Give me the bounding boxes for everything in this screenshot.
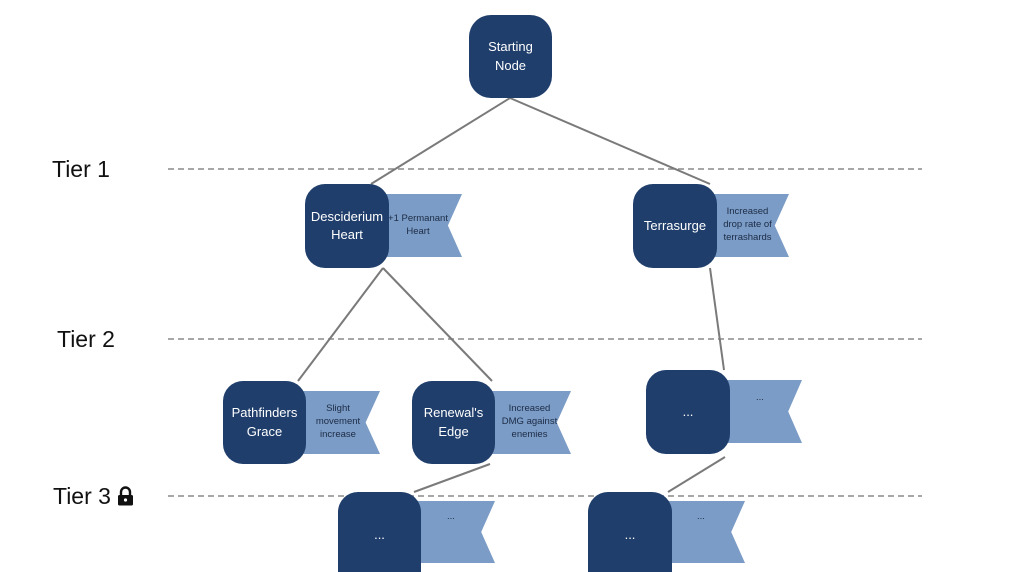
connector-desciderium-renewal (382, 267, 493, 382)
tier3-left-node[interactable]: ... (338, 492, 421, 572)
terrasurge-label: Terrasurge (643, 217, 707, 233)
connector-start-terrasurge (509, 97, 711, 185)
renewals-edge-tag-text: Increased DMG against enemies (501, 403, 558, 440)
tier3-right-node[interactable]: ... (588, 492, 672, 572)
connector-desciderium-pathfinders (297, 267, 384, 382)
desciderium-heart-label: Desciderium Heart (310, 208, 384, 242)
connector-terrasurge-tier2 (709, 267, 725, 371)
tier-2-label: Tier 2 (57, 326, 115, 352)
connector-tier2-tier3-right (667, 456, 726, 493)
renewals-edge-node[interactable]: Renewal's Edge (412, 381, 495, 464)
tier-3-label: Tier 3 (53, 485, 134, 510)
pathfinders-grace-node[interactable]: Pathfinders Grace (223, 381, 306, 464)
connector-start-desciderium (370, 97, 511, 185)
desciderium-heart-tag-text: +1 Permanant Heart (388, 212, 448, 237)
desciderium-heart-node[interactable]: Desciderium Heart (305, 184, 389, 268)
starting-node-label: Starting Node (488, 39, 533, 73)
tier3-left-tag-text: ... (447, 511, 455, 522)
lock-icon (117, 486, 134, 510)
pathfinders-grace-label: Pathfinders Grace (231, 405, 298, 439)
tier2-unknown-tag-text: ... (756, 392, 764, 403)
tier2-unknown-label: ... (682, 403, 694, 419)
renewals-edge-label: Renewal's Edge (423, 405, 484, 439)
tier2-unknown-node[interactable]: ... (646, 370, 730, 454)
terrasurge-node[interactable]: Terrasurge (633, 184, 717, 268)
terrasurge-tag-text: Increased drop rate of terrashards (723, 206, 772, 243)
tier-1-label: Tier 1 (52, 156, 110, 182)
tier3-left-label: ... (374, 526, 385, 542)
connector-renewal-tier3-left (413, 463, 491, 493)
pathfinders-grace-tag-text: Slight movement increase (315, 403, 361, 440)
tier3-right-tag-text: ... (697, 511, 705, 522)
tier3-right-label: ... (624, 526, 636, 542)
starting-node[interactable]: Starting Node (469, 15, 552, 98)
